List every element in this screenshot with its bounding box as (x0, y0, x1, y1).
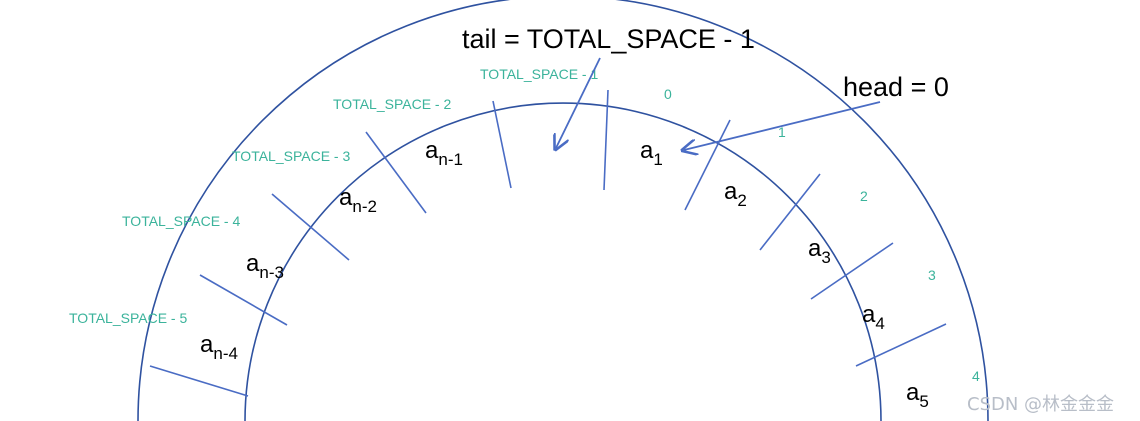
index-label: TOTAL_SPACE - 5 (69, 310, 187, 326)
divider-line (684, 119, 731, 211)
divider-line (810, 242, 894, 300)
index-label: 1 (778, 124, 786, 140)
outer-ring (137, 0, 989, 421)
divider-line (759, 173, 821, 251)
head-arrow (684, 101, 881, 150)
slot-element: an-1 (425, 137, 463, 169)
slot-element: an-3 (246, 250, 284, 282)
slot-element: a1 (640, 137, 663, 169)
left-index-labels: TOTAL_SPACE - 5 TOTAL_SPACE - 4 TOTAL_SP… (69, 66, 598, 326)
head-pointer-label: head = 0 (843, 72, 949, 102)
slot-element: a3 (808, 235, 831, 267)
watermark: CSDN @林金金金 (967, 394, 1114, 415)
divider-line (603, 89, 609, 191)
queue-slots: an-4 an-3 an-2 an-1 a1 a2 a3 a4 a5 (200, 137, 929, 411)
index-label: TOTAL_SPACE - 1 (480, 66, 598, 82)
slot-element: a4 (862, 301, 885, 333)
index-label: 4 (972, 368, 980, 384)
right-index-labels: 0 1 2 3 4 (664, 86, 980, 384)
inner-ring (244, 102, 882, 421)
index-label: 2 (860, 188, 868, 204)
index-label: 3 (928, 267, 936, 283)
index-label: TOTAL_SPACE - 3 (232, 148, 350, 164)
slot-dividers (149, 89, 947, 397)
index-label: 0 (664, 86, 672, 102)
divider-line (149, 365, 249, 397)
slot-element: an-4 (200, 331, 238, 363)
slot-element: a2 (724, 178, 747, 210)
tail-arrow (556, 57, 601, 148)
divider-line (365, 131, 427, 214)
divider-line (855, 323, 947, 367)
divider-line (271, 193, 350, 261)
slot-element: a5 (906, 379, 929, 411)
tail-pointer-label: tail = TOTAL_SPACE - 1 (462, 24, 755, 54)
slot-element: an-2 (339, 184, 377, 216)
index-label: TOTAL_SPACE - 4 (122, 213, 240, 229)
divider-line (492, 100, 512, 189)
divider-line (199, 274, 288, 326)
index-label: TOTAL_SPACE - 2 (333, 96, 451, 112)
